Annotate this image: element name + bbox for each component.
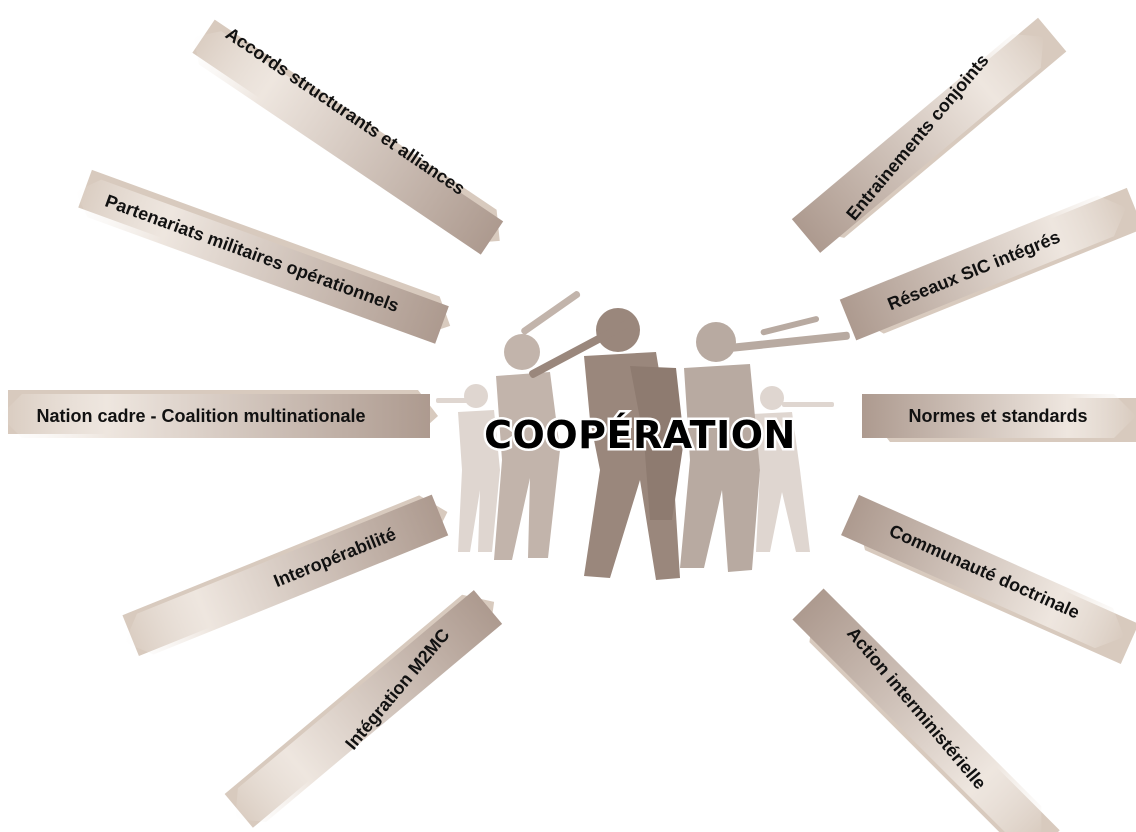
arrow-communaute	[841, 494, 1136, 665]
arrow-accords	[192, 19, 504, 255]
soldiers-illustration	[436, 291, 850, 580]
arrow-action	[792, 588, 1060, 832]
arrow-label-normes: Normes et standards	[908, 406, 1087, 426]
arrow-label-nation-cadre: Nation cadre - Coalition multinationale	[36, 406, 365, 426]
center-title: COOPÉRATION	[484, 413, 796, 457]
soldier-far-right	[752, 386, 834, 552]
soldier-mid-left	[494, 291, 581, 560]
arrow-nation-cadre	[0, 390, 438, 438]
arrow-reseaux	[839, 187, 1136, 341]
soldier-mid-right	[680, 316, 850, 572]
arrow-label-partenariats: Partenariats militaires opérationnels	[102, 191, 401, 316]
soldier-far-left	[436, 384, 500, 552]
arrow-label-entrainements: Entrainements conjoints	[842, 50, 992, 224]
arrow-integration	[224, 590, 503, 828]
soldier-center-front	[630, 366, 684, 520]
arrow-normes	[862, 394, 1136, 442]
arrow-label-accords: Accords structurants et alliances	[222, 23, 469, 198]
arrow-partenariats	[75, 169, 451, 344]
arrow-entrainements	[791, 17, 1067, 253]
arrow-label-action: Action interministérielle	[843, 623, 990, 793]
arrow-interoperabilite	[122, 494, 449, 657]
